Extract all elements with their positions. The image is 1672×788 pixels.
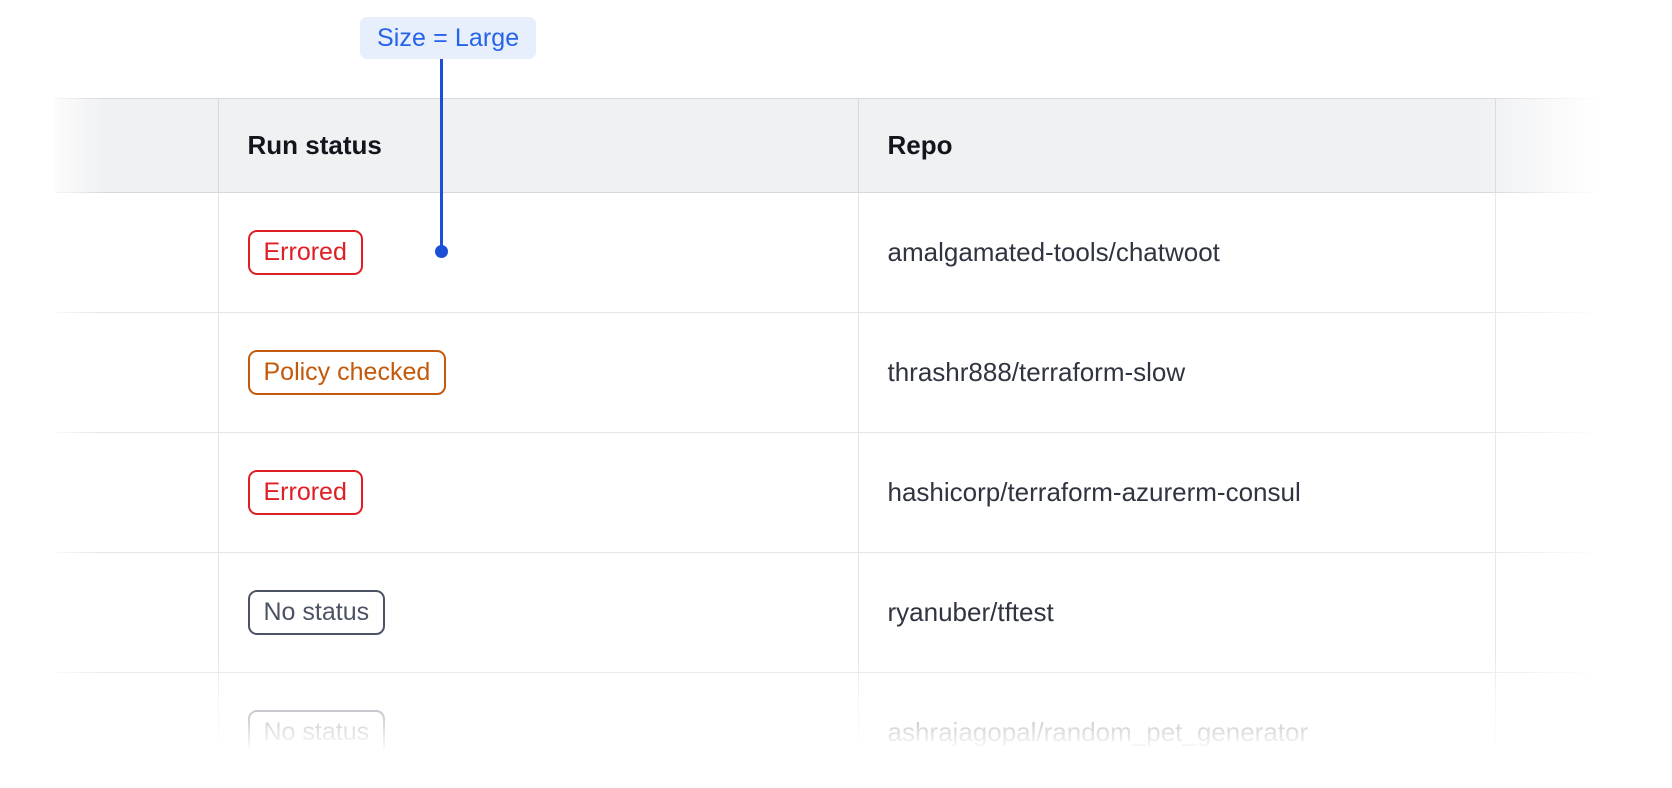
row-lead-cell (55, 192, 219, 313)
table-row[interactable]: Errored hashicorp/terraform-azurerm-cons… (55, 432, 1615, 553)
annotation-size-badge: Size = Large (360, 17, 537, 59)
header-row: Run status Repo (55, 98, 1615, 193)
run-status-cell: No status (218, 672, 859, 788)
row-tail-cell (1495, 672, 1615, 788)
row-tail-cell (1495, 432, 1615, 553)
status-badge[interactable]: Policy checked (247, 350, 447, 395)
table-row[interactable]: Policy checked thrashr888/terraform-slow (55, 312, 1615, 433)
table-row[interactable]: Errored amalgamated-tools/chatwoot (55, 192, 1615, 313)
row-lead-cell (55, 312, 219, 433)
column-header-lead (55, 98, 219, 193)
status-badge[interactable]: No status (247, 590, 386, 635)
table-row[interactable]: No status ashrajagopal/random_pet_genera… (55, 672, 1615, 788)
repo-name[interactable]: hashicorp/terraform-azurerm-consul (887, 477, 1301, 507)
row-tail-cell (1495, 312, 1615, 433)
row-lead-cell (55, 672, 219, 788)
row-lead-cell (55, 432, 219, 553)
repo-name[interactable]: thrashr888/terraform-slow (887, 357, 1186, 387)
run-status-cell: Policy checked (218, 312, 859, 433)
column-header-repo[interactable]: Repo (858, 98, 1496, 193)
run-status-cell: Errored (218, 432, 859, 553)
run-status-cell: Errored (218, 192, 859, 313)
runs-table-viewport: Run status Repo Errored amalgamated-tool… (55, 98, 1615, 788)
repo-cell: ryanuber/tftest (858, 552, 1496, 673)
repo-name[interactable]: ryanuber/tftest (887, 597, 1054, 627)
table-header: Run status Repo (55, 98, 1615, 193)
table-row[interactable]: No status ryanuber/tftest (55, 552, 1615, 673)
table-body: Errored amalgamated-tools/chatwoot Polic… (55, 192, 1615, 788)
run-status-cell: No status (218, 552, 859, 673)
status-badge[interactable]: Errored (247, 470, 363, 515)
status-badge[interactable]: No status (247, 710, 386, 755)
repo-name[interactable]: amalgamated-tools/chatwoot (887, 237, 1220, 267)
repo-name[interactable]: ashrajagopal/random_pet_generator (887, 717, 1309, 747)
column-header-tail (1495, 98, 1615, 193)
repo-cell: hashicorp/terraform-azurerm-consul (858, 432, 1496, 553)
repo-cell: amalgamated-tools/chatwoot (858, 192, 1496, 313)
annotation-connector-dot (435, 245, 448, 258)
repo-cell: thrashr888/terraform-slow (858, 312, 1496, 433)
status-badge[interactable]: Errored (247, 230, 363, 275)
row-tail-cell (1495, 552, 1615, 673)
runs-table: Run status Repo Errored amalgamated-tool… (55, 98, 1615, 788)
row-lead-cell (55, 552, 219, 673)
row-tail-cell (1495, 192, 1615, 313)
column-header-run-status[interactable]: Run status (218, 98, 859, 193)
annotation-connector-line (440, 58, 443, 252)
repo-cell: ashrajagopal/random_pet_generator (858, 672, 1496, 788)
